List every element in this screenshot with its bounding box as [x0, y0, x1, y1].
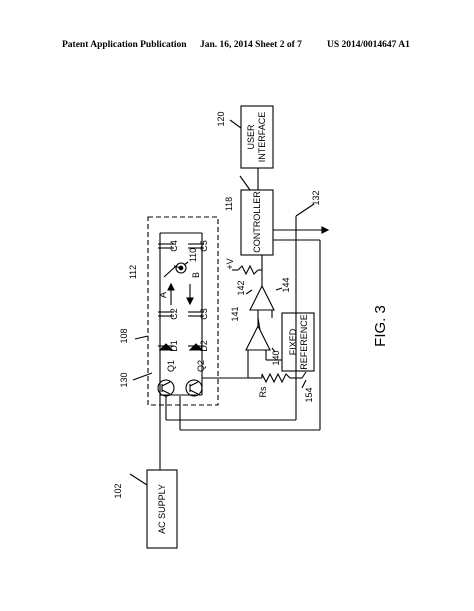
- controller-label: CONTROLLER: [252, 191, 262, 253]
- ref-144-leader: [275, 287, 283, 291]
- label-rs: Rs: [258, 386, 268, 397]
- ref-108: 108: [119, 328, 129, 343]
- label-c4: C4: [169, 240, 179, 252]
- fixed-reference-block: [281, 312, 315, 372]
- ref-110-leader: [183, 261, 189, 266]
- pullup-resistor: [237, 264, 259, 276]
- ref-130: 130: [119, 372, 129, 387]
- ref-118: 118: [224, 197, 234, 211]
- label-d1: D1: [169, 340, 179, 352]
- ref-102-leader: [129, 473, 148, 486]
- ref-120-leader: [229, 119, 242, 129]
- sense-resistor-rs: [261, 372, 291, 384]
- fixed-reference-label-2: REFERENCE: [299, 314, 309, 370]
- ref-112-leader: [163, 265, 177, 278]
- header-date-sheet: Jan. 16, 2014 Sheet 2 of 7: [200, 40, 302, 50]
- user-interface-block: [240, 105, 274, 169]
- user-interface-label-1: USER: [246, 124, 256, 150]
- ref-140-leader: [271, 347, 276, 353]
- ref-102: 102: [113, 483, 123, 498]
- user-interface-label-2: INTERFACE: [257, 112, 267, 163]
- sensor-110: [175, 262, 187, 274]
- ref-141: 141: [230, 306, 240, 321]
- fixed-reference-label-1: FIXED: [288, 328, 298, 355]
- q1-emitter: [161, 389, 171, 395]
- ref-110: 110: [188, 248, 198, 262]
- ref-142-leader: [245, 289, 253, 295]
- ground-symbol: [301, 371, 307, 379]
- label-c3: C3: [199, 308, 209, 320]
- ref-154-leader: [301, 379, 307, 389]
- module-108-boundary: [147, 216, 219, 406]
- ref-144: 144: [281, 277, 291, 292]
- ref-108-leader: [134, 335, 149, 340]
- ref-130-leader: [132, 372, 153, 381]
- label-b: B: [191, 272, 201, 278]
- ref-112: 112: [128, 265, 138, 279]
- diode-d2-symbol: [188, 343, 204, 351]
- controller-block: [240, 189, 274, 256]
- ref-154: 154: [304, 387, 314, 402]
- ref-120: 120: [216, 111, 226, 126]
- header-patent-number: US 2014/0014647 A1: [327, 40, 410, 50]
- label-c2: C2: [169, 308, 179, 320]
- label-q1: Q1: [166, 360, 176, 372]
- label-c5: C5: [199, 240, 209, 252]
- q2-emitter: [189, 389, 199, 395]
- arrow-b-head: [186, 297, 194, 306]
- ac-supply-block: [146, 469, 178, 549]
- label-a: A: [158, 292, 168, 298]
- transistor-q2: [185, 379, 203, 397]
- diode-d1-symbol: [158, 343, 174, 351]
- ref-118-leader: [239, 175, 251, 191]
- label-d2: D2: [199, 340, 209, 352]
- q2-collector: [189, 381, 199, 387]
- header-publication: Patent Application Publication: [62, 40, 187, 50]
- ac-supply-label: AC SUPPLY: [157, 484, 167, 534]
- ref-142: 142: [236, 280, 246, 295]
- figure-caption: FIG. 3: [372, 305, 389, 347]
- label-q2: Q2: [196, 360, 206, 372]
- ref-132: 132: [311, 190, 321, 205]
- ref-132-leader: [295, 203, 315, 217]
- amplifier-140: [245, 324, 271, 351]
- comparator-144: [249, 284, 275, 311]
- label-plus-v: +V: [225, 258, 235, 269]
- arrow-a-head: [167, 282, 175, 291]
- q1-collector: [161, 381, 171, 387]
- ref-140: 140: [271, 350, 281, 365]
- output-arrow: [321, 226, 330, 234]
